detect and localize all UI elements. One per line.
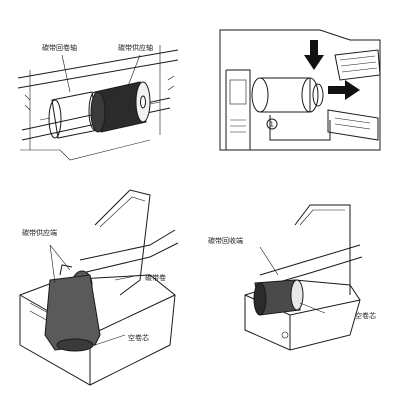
panel-spindle-removal: 1 (200, 0, 400, 185)
label-take-up-shaft: 碳带回卷轴 (42, 43, 77, 52)
label-supply-shaft: 碳带供应轴 (118, 43, 153, 52)
label-empty-core: 空卷芯 (128, 333, 149, 342)
rewind-core-illustration: 碳带回收端 空卷芯 (208, 204, 376, 351)
label-rewind-end: 碳带回收端 (208, 236, 243, 245)
label-supply-end: 碳带供应端 (22, 228, 57, 237)
ribbon-shafts-illustration: 碳带回卷轴 碳带供应轴 (17, 43, 179, 161)
label-ribbon-roll: 碳带卷 (145, 273, 166, 282)
load-ribbon-illustration: 碳带供应端 碳带卷 空卷芯 (19, 189, 179, 386)
callout-number-1: 1 (270, 121, 274, 129)
panel-ribbon-shafts: 碳带回卷轴 碳带供应轴 (0, 0, 200, 185)
ribbon-roll (44, 270, 101, 352)
supply-shaft (90, 81, 161, 133)
installed-ribbon (253, 279, 304, 316)
arrow-right-icon (328, 80, 360, 100)
panel-rewind-core: 碳带回收端 空卷芯 (200, 185, 400, 400)
spindle-removal-illustration: 1 (219, 29, 381, 151)
panel-load-ribbon: 碳带供应端 碳带卷 空卷芯 (0, 185, 200, 400)
arrow-down-icon (304, 40, 324, 70)
label-empty-core-rewind: 空卷芯 (355, 311, 376, 320)
